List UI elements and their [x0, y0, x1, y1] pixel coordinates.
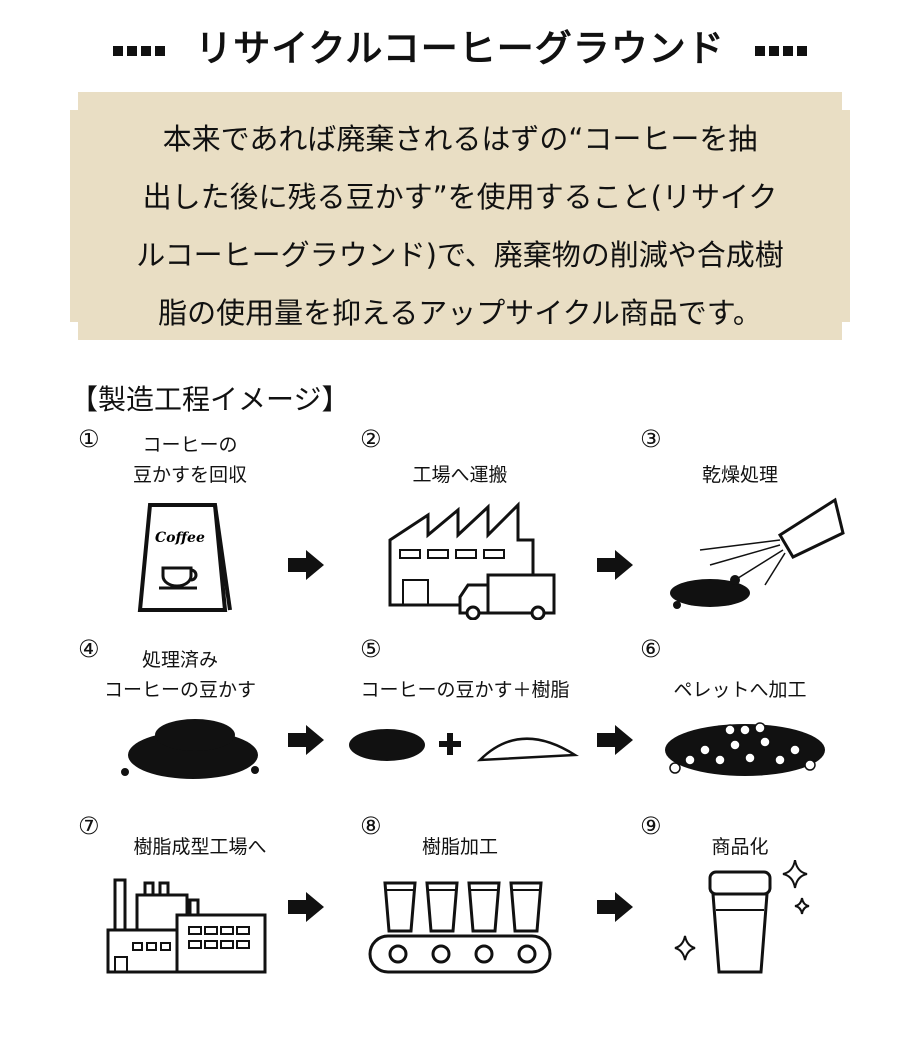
step-label: 樹脂成型工場へ [133, 836, 267, 858]
intro-line: 本来であれば廃棄されるはずの“コーヒーを抽 [162, 122, 758, 156]
title-text: リサイクルコーヒーグラウンド [195, 27, 725, 70]
arrow-right-icon [288, 892, 324, 922]
step-number: ⑧ [360, 812, 382, 840]
conveyor-cups-icon [368, 881, 552, 974]
step-number: ① [78, 425, 100, 453]
step-label: 乾燥処理 [701, 464, 778, 486]
step-label: 商品化 [711, 836, 769, 858]
step-number: ② [360, 425, 382, 453]
step-label: 工場へ運搬 [412, 464, 508, 486]
box-corner [88, 324, 96, 332]
intro-box: 本来であれば廃棄されるはずの“コーヒーを抽 出した後に残る豆かす”を使用すること… [70, 92, 850, 342]
step-number: ⑥ [640, 635, 662, 663]
box-corner [88, 100, 96, 108]
step-number: ⑤ [360, 635, 382, 663]
box-corner [824, 100, 832, 108]
pellets-icon [665, 722, 825, 776]
coffee-sign-icon: Coffee [137, 503, 232, 612]
drying-spray-icon [670, 497, 845, 609]
tumbler-product-icon [674, 860, 810, 974]
title-decoration-right [753, 27, 809, 70]
box-corner [824, 324, 832, 332]
factory-truck-icon [388, 501, 556, 620]
arrow-right-icon [597, 892, 633, 922]
grounds-plus-resin-icon [349, 729, 579, 762]
molding-factory-icon [106, 878, 267, 974]
sign-text: Coffee [155, 530, 205, 546]
coffee-grounds-icon [121, 719, 259, 779]
step-number: ⑦ [78, 812, 100, 840]
intro-line: 出した後に残る豆かす”を使用すること(リサイク [142, 180, 778, 214]
step-label: 処理済み コーヒーの豆かす [103, 649, 256, 701]
step-label: コーヒーの豆かす＋樹脂 [360, 679, 570, 701]
section-title: 【製造工程イメージ】 [70, 383, 350, 416]
title-decoration-left [111, 27, 167, 70]
step-number: ③ [640, 425, 662, 453]
step-label: ペレットへ加工 [673, 679, 807, 701]
intro-line: 脂の使用量を抑えるアップサイクル商品です。 [158, 296, 762, 330]
arrow-right-icon [597, 550, 633, 580]
step-number: ⑨ [640, 812, 662, 840]
arrow-right-icon [288, 725, 324, 755]
step-label: コーヒーの 豆かすを回収 [132, 434, 247, 486]
arrow-right-icon [288, 550, 324, 580]
step-label: 樹脂加工 [421, 836, 498, 858]
arrow-right-icon [597, 725, 633, 755]
step-number: ④ [78, 635, 100, 663]
intro-line: ルコーヒーグラウンド)で、廃棄物の削減や合成樹 [136, 238, 784, 272]
intro-text: 本来であれば廃棄されるはずの“コーヒーを抽 出した後に残る豆かす”を使用すること… [78, 110, 842, 342]
page-title: リサイクルコーヒーグラウンド [0, 18, 920, 72]
